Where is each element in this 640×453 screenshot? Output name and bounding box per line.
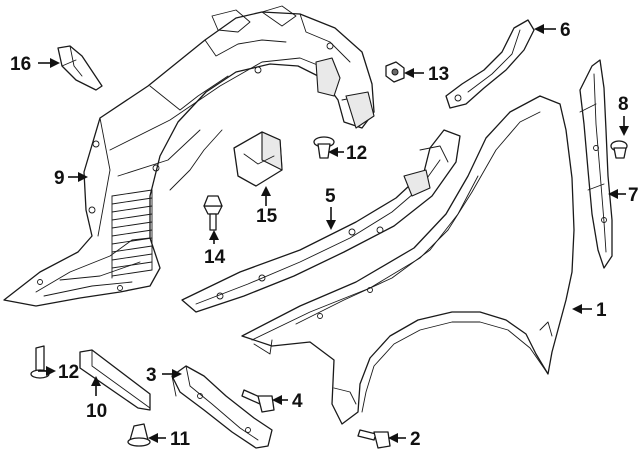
callout-16: 16	[10, 54, 31, 75]
callout-15: 15	[256, 206, 278, 227]
clip-part-14	[203, 195, 223, 231]
push-clip-part-12	[313, 136, 335, 159]
callout-3: 3	[146, 365, 157, 386]
upper-bracket-part-6	[445, 19, 535, 109]
callout-11: 11	[170, 429, 191, 450]
reinforcement-rail-part-5	[181, 129, 461, 313]
liner-grille-ribs	[111, 189, 153, 279]
leader-lines	[38, 24, 629, 443]
callout-14: 14	[204, 247, 226, 268]
bolt-part-12	[30, 345, 50, 379]
bracket-part-16	[57, 45, 103, 91]
fender-part-1	[241, 95, 575, 425]
clip-part-8	[610, 140, 628, 159]
callout-2: 2	[410, 429, 421, 450]
callout-6: 6	[560, 20, 571, 41]
strip-part-10	[79, 349, 151, 411]
callout-7: 7	[628, 185, 639, 206]
callout-12-left: 12	[58, 362, 79, 383]
callout-9: 9	[54, 168, 65, 189]
fender-liner-part	[3, 5, 375, 307]
lower-bracket-part-3	[171, 365, 273, 449]
callout-10: 10	[86, 401, 107, 422]
nut-part-13	[385, 61, 405, 83]
clip-part-11	[127, 423, 151, 447]
callout-12-top: 12	[346, 143, 367, 164]
bolt-part-4	[241, 389, 275, 413]
callout-4: 4	[292, 391, 303, 412]
callout-8: 8	[618, 94, 629, 115]
block-part-15	[233, 131, 283, 187]
callout-5: 5	[325, 186, 336, 207]
callout-1: 1	[596, 300, 607, 321]
side-bracket-part-7	[579, 59, 613, 269]
callout-13: 13	[428, 64, 449, 85]
bolt-part-2	[357, 429, 391, 449]
callout-numbers: 16 9 15 12 13 14 5 6 8 7 1 12 10 3 11 4 …	[10, 20, 639, 450]
